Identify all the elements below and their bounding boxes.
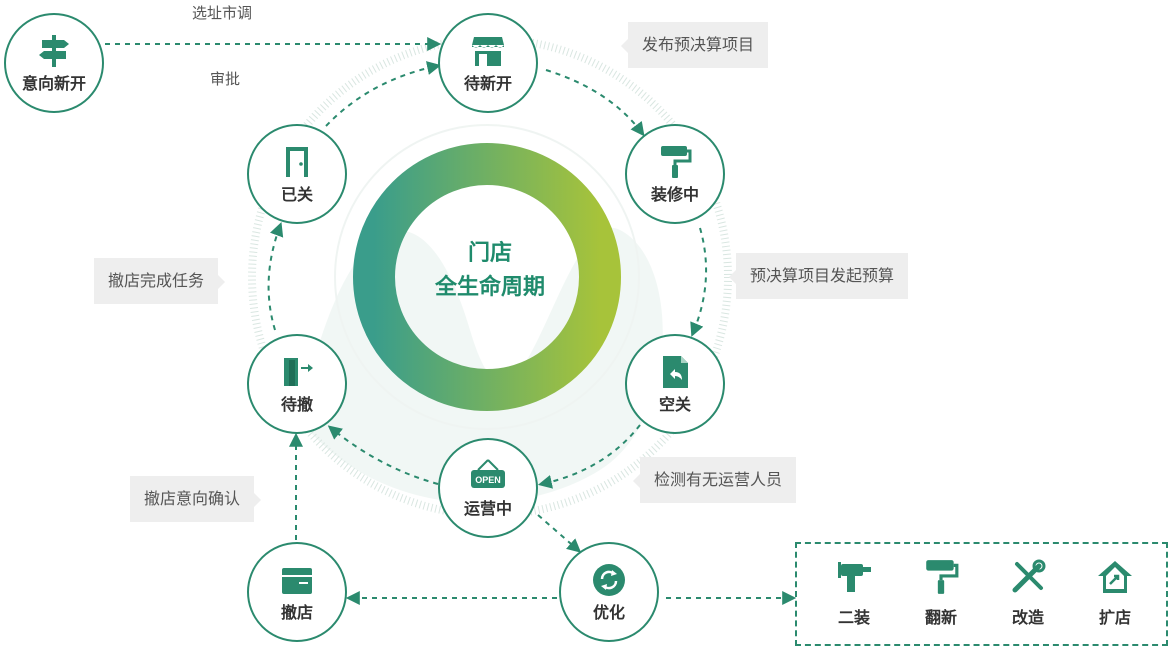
node-label: 撤店: [280, 603, 313, 622]
note-detect-staff: 检测有无运营人员: [632, 457, 797, 503]
paint-roller-icon: [926, 560, 959, 594]
node-intent-open[interactable]: 意向新开: [4, 13, 104, 113]
node-operating[interactable]: OPEN 运营中: [438, 438, 538, 538]
edge-vacant-to-operating: [537, 424, 641, 489]
paint-roller-icon: [661, 146, 692, 178]
node-decorating[interactable]: 装修中: [625, 124, 725, 224]
node-label: 已关: [280, 185, 313, 204]
center-title: 门店 全生命周期: [390, 237, 590, 305]
halo-ring: [248, 35, 732, 519]
option-second-decor[interactable]: 二装: [819, 558, 889, 628]
node-label: 待撤: [280, 395, 313, 414]
option-label: 改造: [1011, 608, 1044, 627]
open-sign-icon: OPEN: [471, 459, 505, 488]
lifecycle-ring: [353, 143, 621, 411]
node-optimize[interactable]: 优化: [559, 542, 659, 642]
note-budget-initiate: 预决算项目发起预算: [728, 253, 909, 299]
edge-closed-to-pending: [325, 61, 442, 127]
edge-pending-to-decorating: [545, 69, 645, 137]
option-renovate[interactable]: 翻新: [906, 558, 976, 628]
node-label: 意向新开: [21, 74, 86, 93]
edge-label-approval: 审批: [210, 70, 241, 88]
optimize-options-box: 二装 翻新 改造 扩店: [795, 542, 1168, 646]
option-label: 扩店: [1098, 608, 1131, 627]
node-label: 装修中: [650, 185, 699, 204]
svg-text:OPEN: OPEN: [475, 475, 501, 485]
node-label: 空关: [658, 395, 691, 414]
node-pending-open[interactable]: 待新开: [438, 13, 538, 113]
exit-door-icon: [284, 358, 313, 386]
option-label: 二装: [837, 608, 870, 627]
node-closed[interactable]: 已关: [247, 124, 347, 224]
door-icon: [286, 147, 308, 177]
edge-label-site-selection: 选址市调: [192, 4, 253, 22]
storefront-icon: [472, 37, 504, 66]
refresh-icon: [593, 564, 625, 596]
edge-operating-to-optimize: [537, 514, 582, 553]
option-expand[interactable]: 扩店: [1080, 558, 1150, 628]
node-label: 待新开: [463, 74, 512, 93]
edge-decorating-to-vacant: [690, 227, 708, 337]
drill-icon: [838, 562, 871, 592]
node-label: 运营中: [463, 499, 512, 518]
note-close-task: 撤店完成任务: [94, 258, 226, 304]
house-icon: [1098, 561, 1132, 593]
tools-icon: [1012, 559, 1046, 593]
note-confirm-withdraw: 撤店意向确认: [130, 476, 262, 522]
edge-operating-to-pendingclose: [327, 425, 439, 485]
box-icon: [282, 568, 312, 594]
node-vacant[interactable]: 空关: [625, 334, 725, 434]
node-withdraw[interactable]: 撤店: [247, 542, 347, 642]
document-return-icon: [663, 356, 688, 388]
option-remodel[interactable]: 改造: [993, 558, 1063, 628]
option-label: 翻新: [924, 608, 957, 627]
center-title-line1: 门店: [467, 241, 512, 266]
note-publish-budget: 发布预决算项目: [620, 22, 769, 68]
signpost-icon: [39, 35, 69, 67]
center-title-line2: 全生命周期: [434, 275, 545, 300]
edge-pendingclose-to-closed: [267, 222, 284, 331]
node-label: 优化: [592, 603, 625, 622]
node-pending-close[interactable]: 待撤: [247, 334, 347, 434]
